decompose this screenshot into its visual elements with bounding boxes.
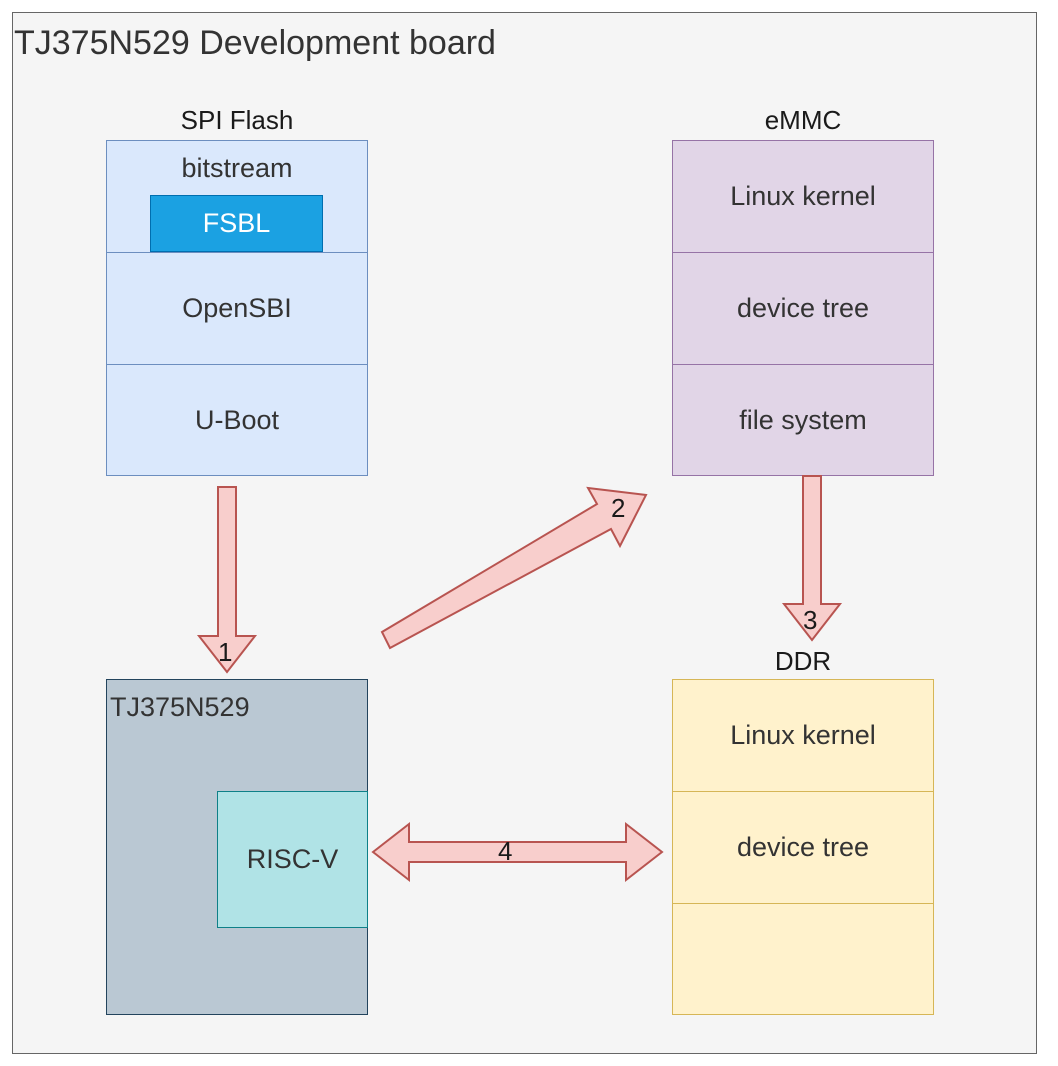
emmc-kernel-label: Linux kernel [730, 181, 876, 211]
spi-uboot-section: U-Boot [106, 364, 368, 476]
emmc-file-system-section: file system [672, 364, 934, 476]
arrow-3-emmc-to-ddr [781, 475, 843, 642]
ddr-kernel-label: Linux kernel [730, 720, 876, 750]
arrow-4-label: 4 [498, 836, 513, 866]
emmc-caption: eMMC [764, 105, 842, 135]
ddr-device-tree-section: device tree [672, 791, 934, 904]
spi-bitstream-label: bitstream [181, 153, 293, 183]
arrow-1-label: 1 [218, 637, 233, 667]
soc-label: TJ375N529 [110, 692, 250, 722]
riscv-core-block: RISC-V [217, 791, 368, 928]
arrow-1-spi-to-soc [196, 486, 258, 674]
fsbl-block: FSBL [150, 195, 323, 252]
riscv-core-label: RISC-V [246, 844, 339, 874]
board-title: TJ375N529 Development board [14, 24, 496, 62]
arrow-2-label: 2 [611, 493, 626, 523]
arrow-2-soc-to-emmc [380, 486, 648, 650]
ddr-caption: DDR [774, 646, 832, 676]
emmc-file-system-label: file system [739, 404, 867, 435]
arrow-4-core-ddr-bidirectional [371, 821, 664, 883]
emmc-kernel-section: Linux kernel [672, 140, 934, 253]
spi-opensbi-label: OpenSBI [182, 293, 292, 323]
ddr-device-tree-label: device tree [736, 832, 870, 862]
spi-uboot-label: U-Boot [194, 404, 280, 435]
ddr-kernel-section: Linux kernel [672, 679, 934, 792]
emmc-device-tree-section: device tree [672, 252, 934, 365]
ddr-empty-section [672, 903, 934, 1015]
spi-flash-caption: SPI Flash [180, 105, 294, 135]
arrow-3-label: 3 [803, 605, 818, 635]
emmc-device-tree-label: device tree [736, 293, 870, 323]
